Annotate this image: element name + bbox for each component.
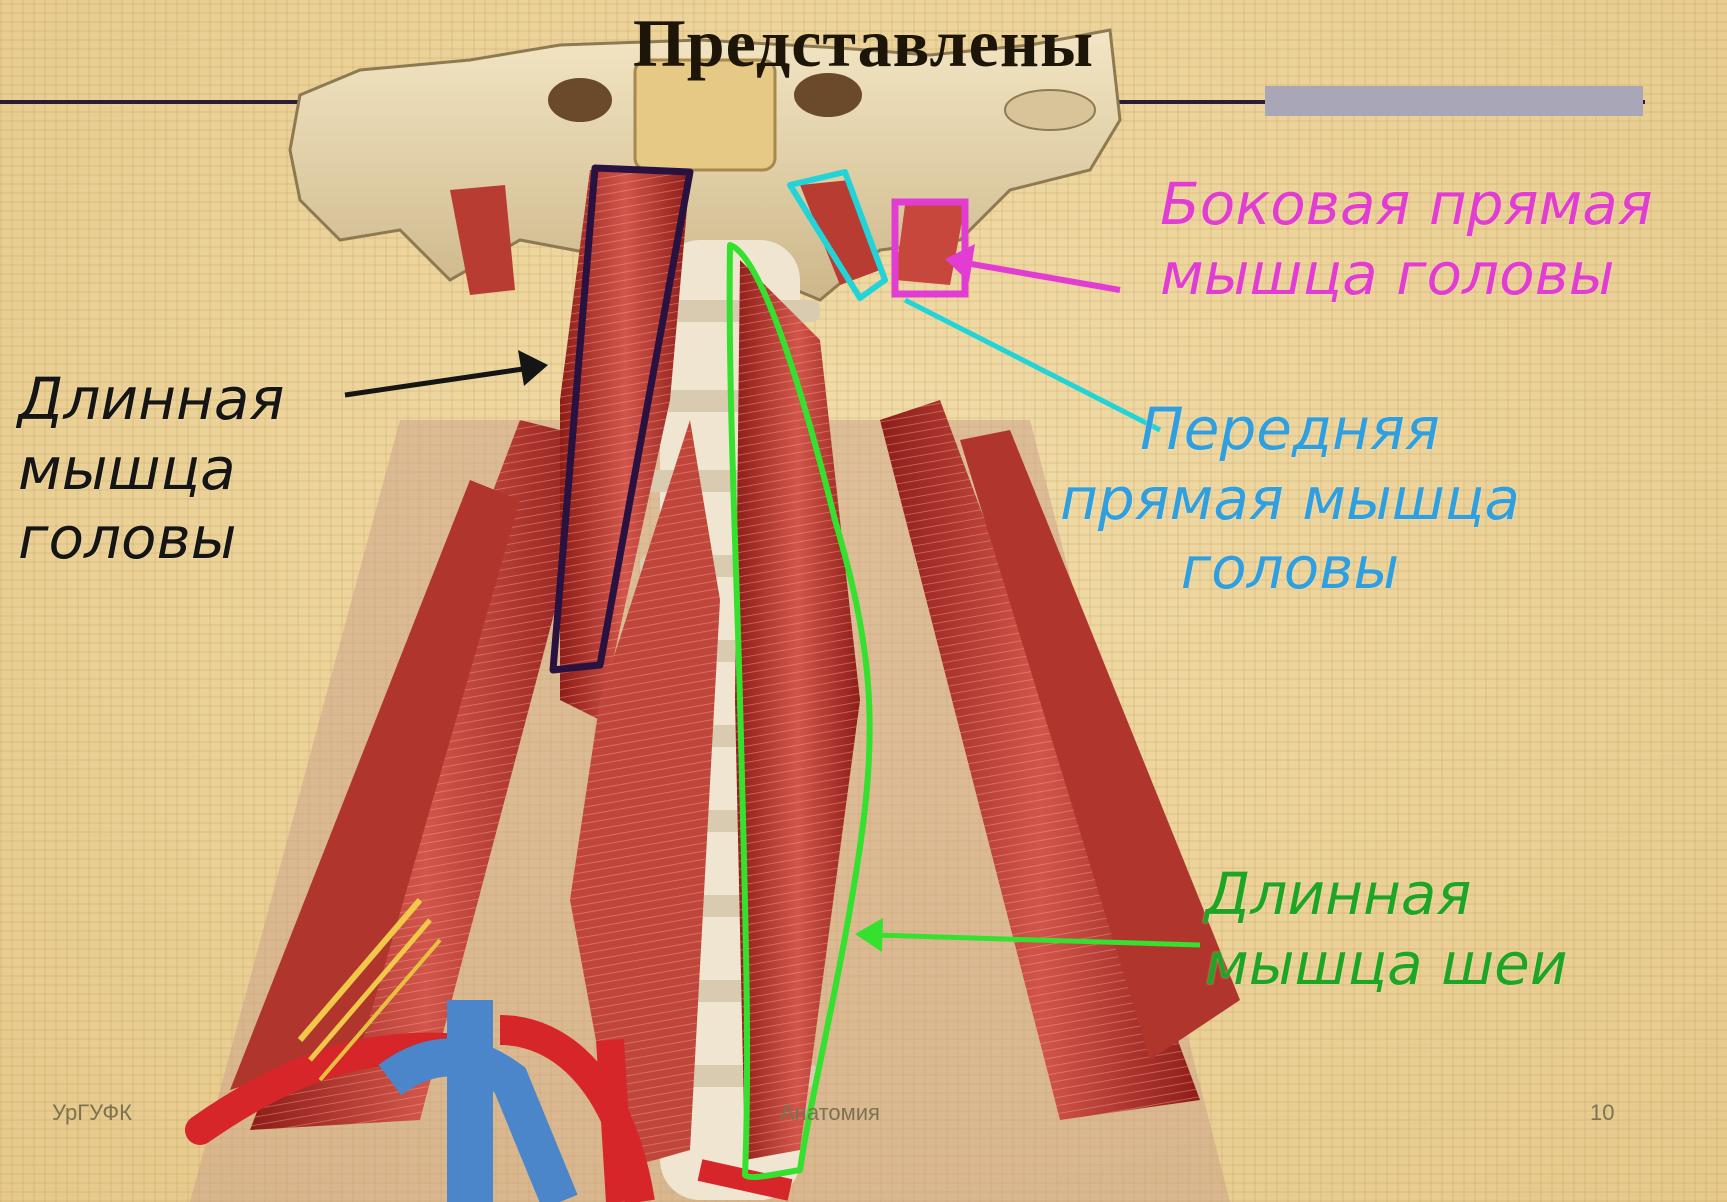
label-line: Длинная	[18, 365, 284, 435]
footer-course: Анатомия	[780, 1100, 880, 1126]
label-line: Длинная	[1205, 860, 1568, 930]
label-line: головы	[18, 504, 284, 574]
footer-page-number: 10	[1590, 1100, 1614, 1126]
left-rectus-capitis-muscle	[450, 185, 515, 295]
label-line: Передняя	[1060, 395, 1520, 465]
label-rectus-capitis-anterior: Передняя прямая мышца головы	[1060, 395, 1520, 604]
label-line: мышца шеи	[1205, 930, 1568, 1000]
longus-capitis-arrow	[345, 350, 548, 395]
label-line: Боковая прямая	[1160, 170, 1653, 240]
label-line: мышца головы	[1160, 240, 1653, 310]
label-rectus-capitis-lateralis: Боковая прямая мышца головы	[1160, 170, 1653, 309]
slide-title: Представлены	[0, 4, 1727, 83]
rectus-capitis-lateralis-muscle	[895, 205, 965, 285]
label-line: мышца	[18, 435, 284, 505]
label-line: головы	[1060, 534, 1520, 604]
footer-organization: УрГУФК	[52, 1100, 132, 1126]
rectus-capitis-lateralis-arrow	[945, 244, 1120, 290]
label-longus-capitis: Длинная мышца головы	[18, 365, 284, 574]
label-line: прямая мышца	[1060, 465, 1520, 535]
label-longus-colli: Длинная мышца шеи	[1205, 860, 1568, 999]
